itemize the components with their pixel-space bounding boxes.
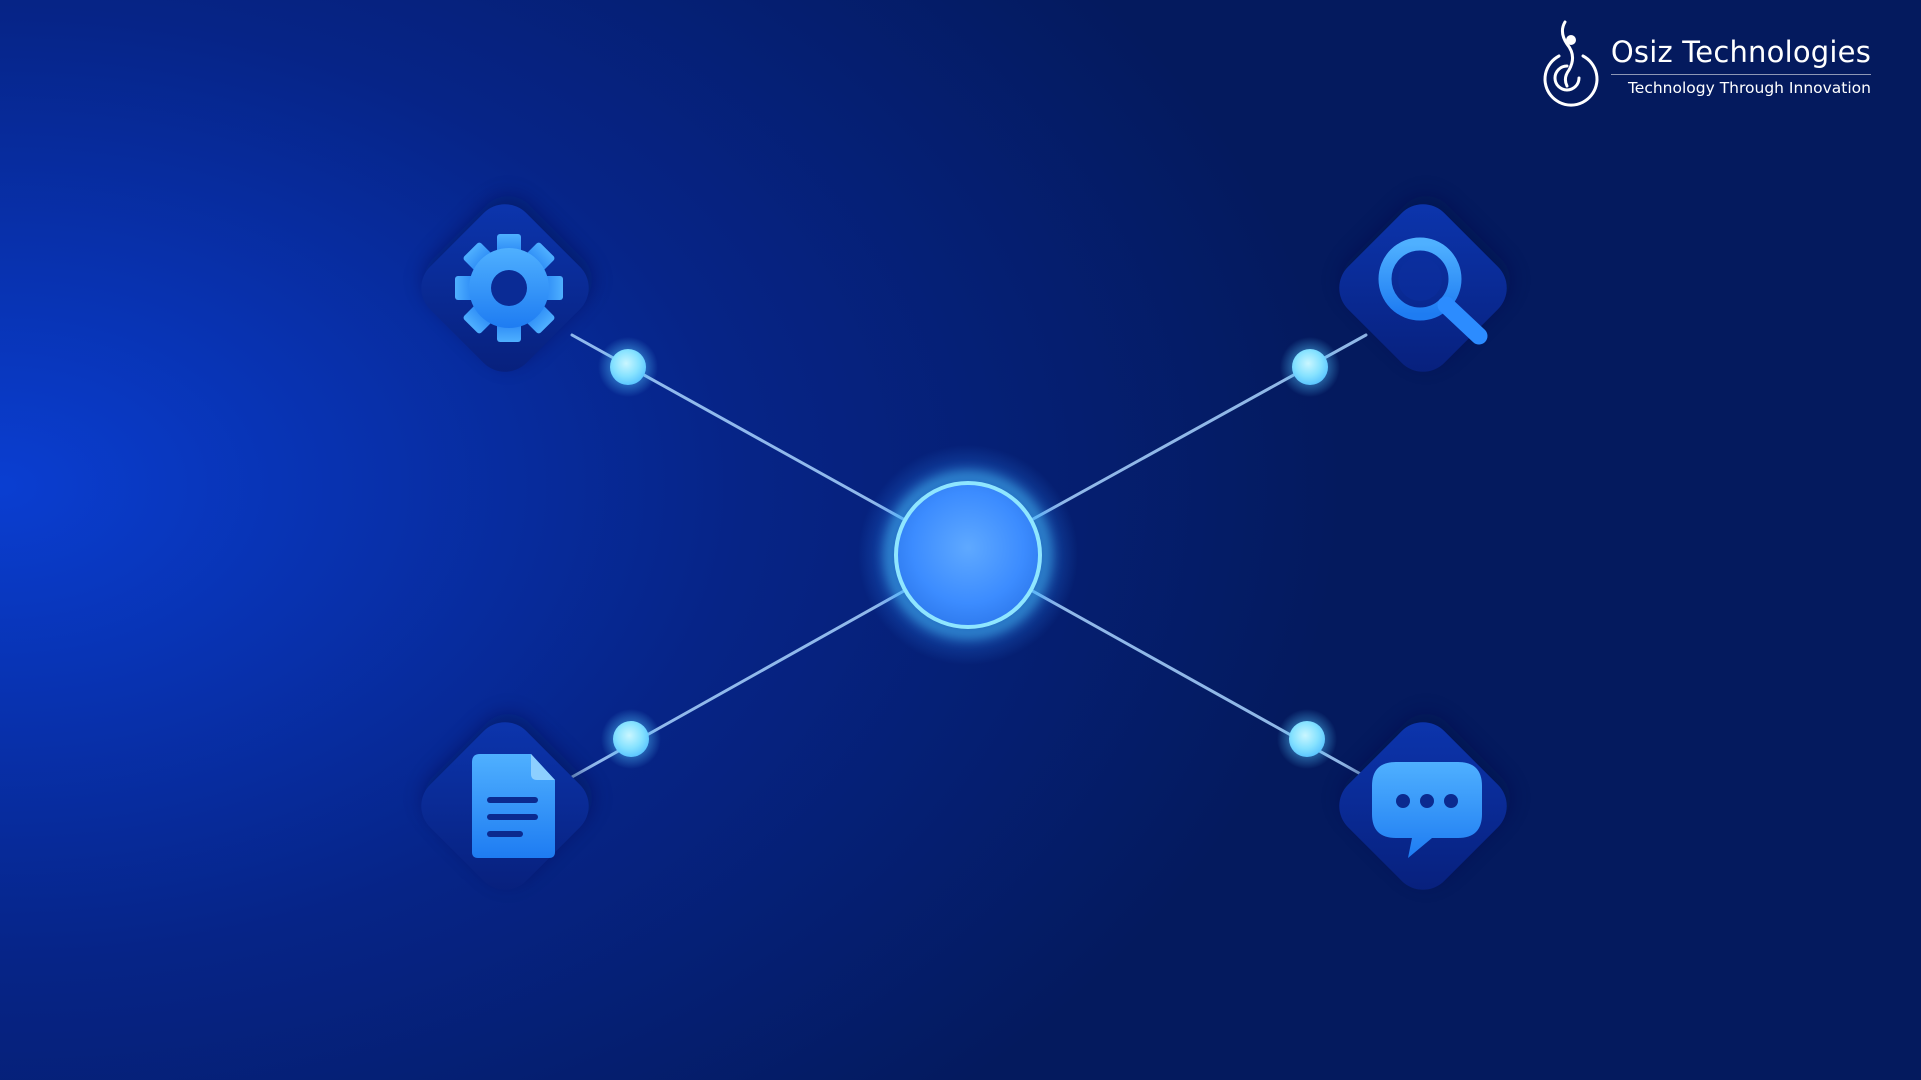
- junction-dot-document: [601, 709, 661, 769]
- gear-icon: [455, 234, 563, 342]
- osiz-logo-icon: [1543, 20, 1599, 107]
- junction-dot-search: [1280, 337, 1340, 397]
- junction-dot-settings: [598, 337, 658, 397]
- brand-header: Osiz Technologies Technology Through Inn…: [1537, 20, 1871, 112]
- junction-dot-chat: [1277, 709, 1337, 769]
- search-icon: [1378, 237, 1488, 345]
- chat-bubble-icon: [1372, 762, 1482, 858]
- brand-tagline: Technology Through Innovation: [1627, 79, 1871, 97]
- hub-node: [858, 445, 1078, 665]
- document-icon: [472, 754, 555, 858]
- brand-name: Osiz Technologies: [1610, 35, 1871, 75]
